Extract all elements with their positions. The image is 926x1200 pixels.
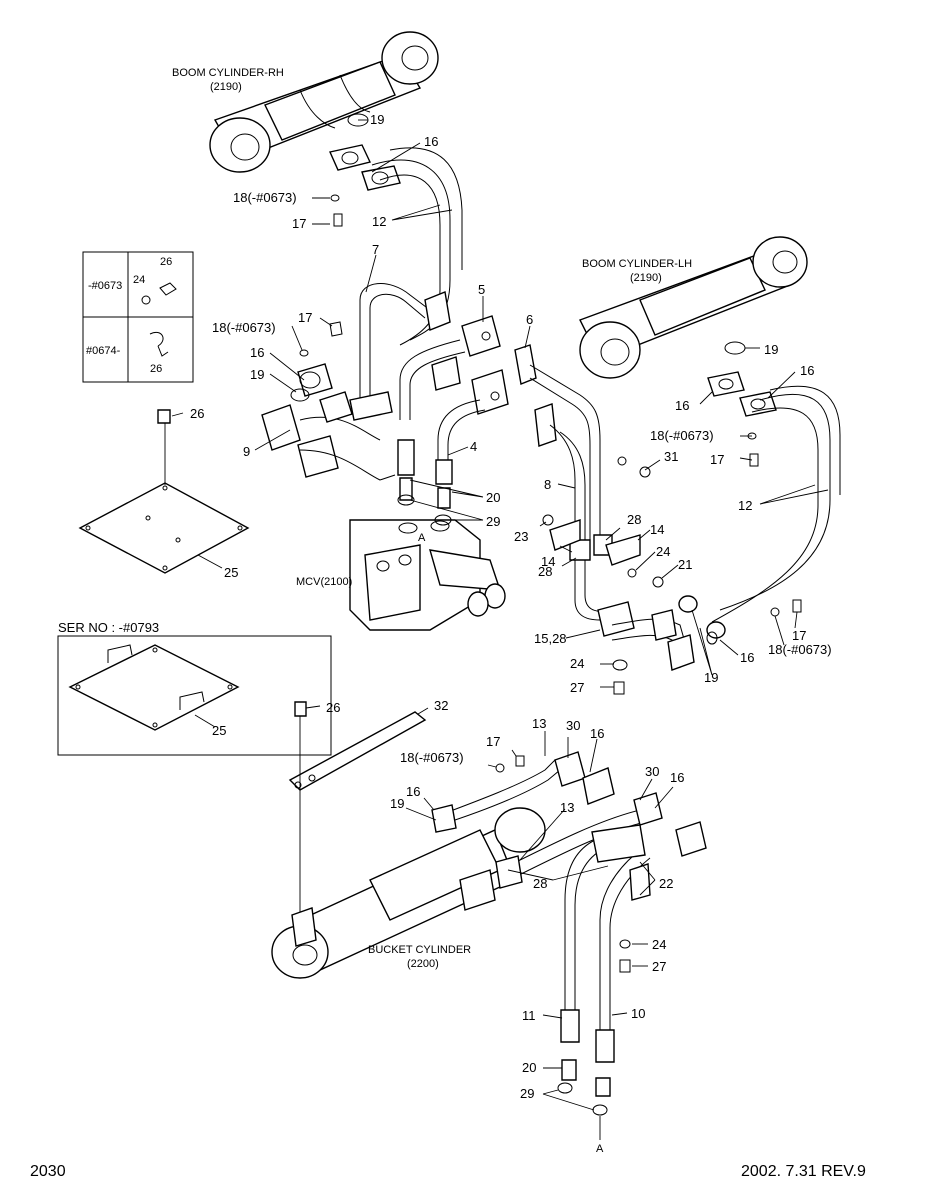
callout-label: 30 [645,764,659,779]
revision-date: 2002. 7.31 REV.9 [741,1163,866,1180]
leader-lines [171,119,829,1140]
callout-label: 19 [704,670,718,685]
callout-label: 19 [764,342,778,357]
callout-label: 18(-#0673) [233,190,297,205]
callout-label: 5 [478,282,485,297]
callout-label: 12 [372,214,386,229]
callout-label: 17 [792,628,806,643]
page-number: 2030 [30,1163,66,1180]
callout-label: 14 [541,554,555,569]
callout-label: 16 [670,770,684,785]
callout-label: 20 [522,1060,536,1075]
callout-label: 15,28 [534,631,567,646]
callout-label: 18(-#0673) [768,642,832,657]
callout-label: 28 [627,512,641,527]
central-pipes [359,283,509,509]
plate-25-lower [68,644,240,731]
callout-label: 19 [370,112,384,127]
callout-label: 16 [740,650,754,665]
plate-25-upper [78,409,250,574]
boom-rh-ref: (2190) [210,81,242,93]
boom-cylinder-rh-drawing [209,31,439,173]
mcv-label: MCV(2100) [296,576,352,588]
callout-label: 29 [520,1086,534,1101]
callout-label: 25 [212,723,226,738]
callout-label: 26 [150,363,162,375]
variant-row1-serial: -#0673 [88,280,122,292]
callout-label: 23 [514,529,528,544]
rh-flanges [329,144,401,191]
callout-label: 14 [650,522,664,537]
callout-label: 28 [533,876,547,891]
callout-label: 24 [656,544,670,559]
callout-label: 18(-#0673) [650,428,714,443]
callout-label: 13 [532,716,546,731]
callout-label: 10 [631,1006,645,1021]
callout-label: 32 [434,698,448,713]
callout-label: 27 [652,959,666,974]
pipes-10-11 [560,824,651,1097]
callout-label: 29 [486,514,500,529]
callouts: 19 16 18(-#0673) 17 12 7 5 6 17 18(-#067… [133,112,832,1101]
bucket-label: BUCKET CYLINDER [368,944,471,956]
serial-box [57,635,332,756]
boom-lh-ref: (2190) [630,272,662,284]
serial-box-title: SER NO : -#0793 [58,620,159,635]
callout-label: 26 [160,256,172,268]
callout-label: 24 [652,937,666,952]
callout-label: 24 [133,274,145,286]
bucket-ref: (2200) [407,958,439,970]
callout-label: 26 [326,700,340,715]
callout-label: 17 [486,734,500,749]
bar-32 [288,701,427,916]
callout-label: 8 [544,477,551,492]
callout-label: 24 [570,656,584,671]
callout-label: 12 [738,498,752,513]
callout-label: 18(-#0673) [212,320,276,335]
callout-label: 25 [224,565,238,580]
callout-label: 26 [190,406,204,421]
mcv-drawing [349,519,506,631]
callout-label: 28 [538,564,552,579]
mcv-port-label: A [418,532,426,544]
callout-label: 19 [390,796,404,811]
callout-label: 17 [710,452,724,467]
boom-lh-label: BOOM CYLINDER-LH [582,258,692,270]
callout-label: 21 [678,557,692,572]
bucket-cylinder-drawing [271,807,546,979]
manifold-9 [261,363,396,481]
callout-label: 16 [800,363,814,378]
bucket-hoses [431,751,707,889]
callout-label: 13 [560,800,574,815]
callout-label: 9 [243,444,250,459]
callout-label: 18(-#0673) [400,750,464,765]
callout-label: 31 [664,449,678,464]
callout-label: 20 [486,490,500,505]
callout-label: 16 [590,726,604,741]
variant-row2-serial: #0674- [86,345,121,357]
callout-label: 16 [675,398,689,413]
callout-label: 6 [526,312,533,327]
callout-label: 7 [372,242,379,257]
callout-label: 22 [659,876,673,891]
boom-rh-label: BOOM CYLINDER-RH [172,67,284,79]
callout-label: 17 [292,216,306,231]
callout-label: 17 [298,310,312,325]
callout-label: 16 [250,345,264,360]
lh-hoses [711,385,841,623]
boom-cylinder-lh-drawing [579,236,808,379]
variant-table [82,251,194,383]
callout-label: 4 [470,439,477,454]
callout-label: 11 [522,1008,536,1023]
callout-label: 30 [566,718,580,733]
callout-label: 27 [570,680,584,695]
callout-label: 16 [406,784,420,799]
port-a-bottom: A [596,1143,604,1155]
callout-label: 19 [250,367,264,382]
callout-label: 16 [424,134,438,149]
pipes-6-8 [514,344,695,671]
